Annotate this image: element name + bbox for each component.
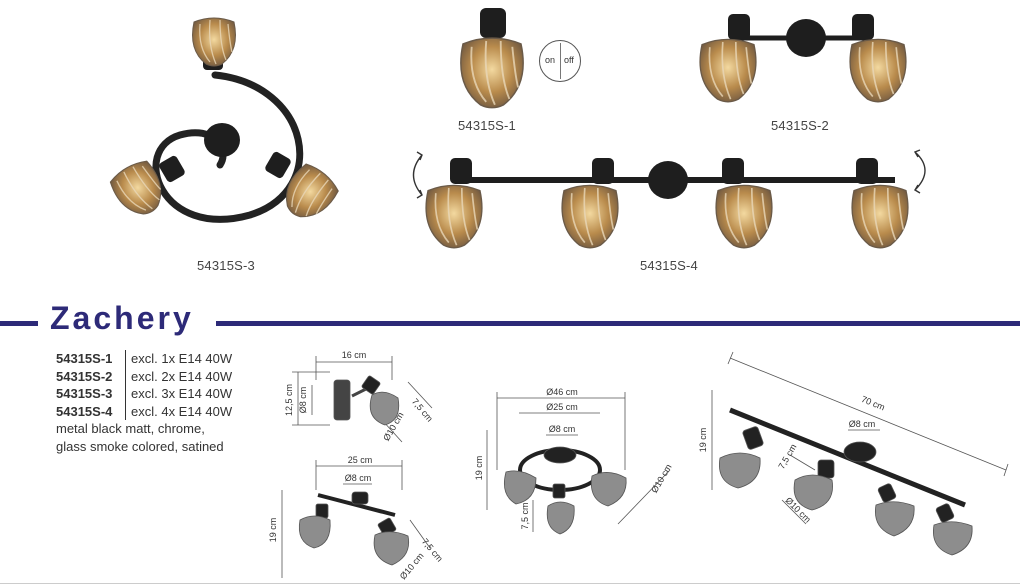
dim-label: 7,5 cm	[776, 442, 798, 470]
dim-label: 7,5 cm	[410, 397, 435, 424]
page-bottom-divider	[0, 583, 1020, 584]
dim-label: Ø46 cm	[546, 387, 578, 397]
product-photos	[106, 8, 926, 249]
dim-label: 7,5 cm	[520, 502, 530, 529]
spec-row: 54315S-1 excl. 1x E14 40W	[56, 350, 233, 368]
dim-label: Ø8 cm	[345, 473, 372, 483]
dim-label: 70 cm	[860, 394, 886, 412]
photo-54315s-4	[412, 149, 926, 249]
technical-drawings: 16 cm 12,5 cm Ø8 cm 7,5 cm Ø10 cm 25 cm …	[268, 350, 1009, 581]
product-label-54315s-3: 54315S-3	[197, 258, 255, 273]
dim-label: 19 cm	[698, 428, 708, 453]
title-rule-left	[0, 321, 38, 326]
rotate-arrow-icon	[412, 154, 423, 196]
dim-label: 25 cm	[348, 455, 373, 465]
dim-label: Ø25 cm	[546, 402, 578, 412]
spec-list: 54315S-1 excl. 1x E14 40W 54315S-2 excl.…	[56, 350, 232, 455]
material-line: metal black matt, chrome,	[56, 421, 205, 436]
spec-row: 54315S-4 excl. 4x E14 40W	[56, 402, 233, 420]
dim-label: 19 cm	[268, 518, 278, 543]
drawing-54315s-1	[292, 356, 433, 443]
dim-label: Ø10 cm	[649, 462, 673, 494]
dim-label: 16 cm	[342, 350, 367, 360]
dim-label: Ø8 cm	[549, 424, 576, 434]
material-line: glass smoke colored, satined	[56, 438, 224, 454]
product-label-54315s-1: 54315S-1	[458, 118, 516, 133]
drawing-54315s-3	[486, 392, 671, 535]
dim-label: 12,5 cm	[284, 384, 294, 416]
title-rule-right	[216, 321, 1020, 326]
dim-label: Ø8 cm	[849, 419, 876, 429]
page-title: Zachery	[50, 300, 194, 336]
on-off-switch-icon: on off	[539, 40, 581, 82]
photo-54315s-1	[459, 8, 525, 109]
dim-label: 19 cm	[474, 456, 484, 481]
photo-54315s-3	[106, 17, 343, 229]
spec-row: 54315S-2 excl. 2x E14 40W	[56, 367, 233, 385]
rotate-arrow-icon	[914, 151, 926, 191]
drawing-54315s-2	[281, 460, 431, 578]
photo-54315s-2	[699, 14, 907, 103]
drawing-54315s-4	[711, 351, 1009, 556]
spec-row: 54315S-3 excl. 3x E14 40W	[56, 385, 233, 403]
product-label-54315s-2: 54315S-2	[771, 118, 829, 133]
product-label-54315s-4: 54315S-4	[640, 258, 698, 273]
dim-label: Ø8 cm	[298, 387, 308, 414]
